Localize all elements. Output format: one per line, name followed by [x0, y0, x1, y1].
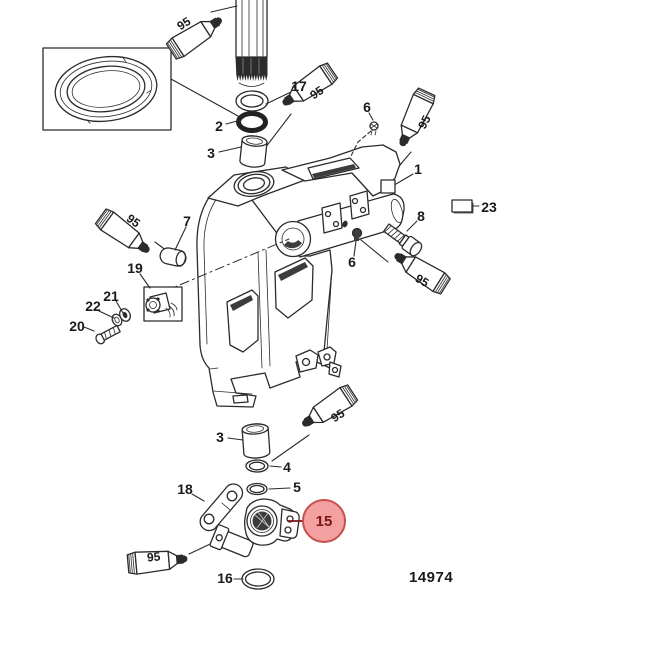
- callout-3-upper[interactable]: 3: [207, 145, 215, 161]
- oil-seal-drawing: [54, 55, 158, 124]
- callout-4[interactable]: 4: [283, 459, 291, 475]
- tube-95-label: 95: [146, 549, 161, 564]
- lubricant-tube-icon: [93, 206, 157, 261]
- drawing-number: 14974: [409, 569, 453, 586]
- swivel-arm-15-drawing: [209, 498, 300, 558]
- callout-20[interactable]: 20: [69, 318, 85, 334]
- highlighted-callout-15[interactable]: 15: [288, 499, 346, 543]
- bushing-7-drawing: [159, 247, 187, 267]
- callout-21[interactable]: 21: [103, 288, 119, 304]
- seal-detail-inset: [42, 47, 239, 131]
- oring-4-drawing: [245, 459, 269, 473]
- callout-1[interactable]: 1: [414, 161, 422, 177]
- trim-sender-19-drawing: [143, 286, 183, 322]
- oring-5-drawing: [246, 482, 268, 496]
- callout-17[interactable]: 17: [291, 78, 307, 94]
- bolt-20-drawing: [95, 324, 121, 345]
- decal-23-drawing: [451, 199, 480, 214]
- bushing-3-lower-drawing: [241, 423, 271, 459]
- callout-2[interactable]: 2: [215, 118, 223, 134]
- bolt-8-drawing: [383, 223, 423, 257]
- lubricant-tube-icon: [164, 9, 229, 62]
- driveshaft-drawing: [235, 0, 268, 87]
- thrust-washer-drawing: [235, 90, 269, 112]
- callout-6-lower[interactable]: 6: [348, 254, 356, 270]
- callout-15[interactable]: 15: [316, 513, 333, 530]
- fitting-6-lower-drawing: [351, 227, 363, 241]
- oring-16-drawing: [241, 568, 275, 590]
- tube-95-label: 95: [415, 113, 434, 132]
- callout-18[interactable]: 18: [177, 481, 193, 497]
- bushing-3-upper-drawing: [239, 135, 268, 168]
- highlight-circle[interactable]: [302, 499, 346, 543]
- oring-2-drawing: [236, 111, 268, 133]
- swivel-bracket-drawing: [162, 144, 405, 408]
- lubricant-tube-icon: [276, 60, 340, 114]
- lubricant-tube-icon: [295, 382, 360, 435]
- callout-8[interactable]: 8: [417, 208, 425, 224]
- leader-lines: [83, 91, 418, 580]
- callout-22[interactable]: 22: [85, 298, 101, 314]
- callout-23[interactable]: 23: [481, 199, 497, 215]
- callout-6-upper[interactable]: 6: [363, 99, 371, 115]
- link-plate-18-drawing: [199, 483, 244, 532]
- callout-16[interactable]: 16: [217, 570, 233, 586]
- callout-5[interactable]: 5: [293, 479, 301, 495]
- callout-19[interactable]: 19: [127, 260, 143, 276]
- callout-7[interactable]: 7: [183, 213, 191, 229]
- tube-95-label: 95: [413, 271, 432, 290]
- callout-3-lower[interactable]: 3: [216, 429, 224, 445]
- screw-6-upper-drawing: [350, 121, 379, 157]
